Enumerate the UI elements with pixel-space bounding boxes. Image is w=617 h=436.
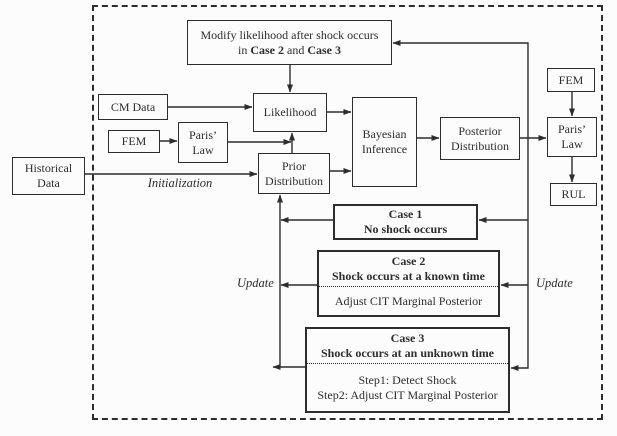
box-case1: Case 1 No shock occurs — [333, 204, 478, 240]
case3-body-step1: Step1: Detect Shock — [358, 372, 457, 387]
case2-title-section: Case 2 Shock occurs at a known time — [319, 252, 498, 284]
box-case3: Case 3 Shock occurs at an unknown time S… — [305, 327, 510, 413]
case1-subtitle: No shock occurs — [363, 222, 448, 236]
case1-title: Case 1 — [388, 207, 423, 221]
case2-dotted-divider — [319, 286, 498, 287]
case3-dotted-divider — [307, 363, 508, 364]
box-rul: RUL — [550, 183, 597, 206]
box-fem-left: FEM — [108, 130, 160, 153]
case3-title-section: Case 3 Shock occurs at an unknown time — [307, 329, 508, 361]
box-paris-law-left: Paris’ Law — [178, 122, 228, 163]
case2-title: Case 2 — [391, 254, 426, 268]
box-historical-data: Historical Data — [12, 157, 85, 195]
case2-body-section: Adjust CIT Marginal Posterior — [319, 287, 498, 315]
case3-body-step2: Step2: Adjust CIT Marginal Posterior — [317, 387, 498, 402]
arrow-feedback-to-modify — [392, 40, 529, 138]
case3-body-section: Step1: Detect Shock Step2: Adjust CIT Ma… — [307, 364, 508, 411]
arrow-feedback-to-case3 — [510, 138, 529, 371]
case2-subtitle: Shock occurs at a known time — [331, 269, 485, 283]
case3-title: Case 3 — [390, 331, 425, 345]
dashed-boundary — [92, 5, 603, 420]
modify-line2: in Case 2 and Case 3 — [237, 42, 341, 57]
case3-subtitle: Shock occurs at an unknown time — [320, 346, 495, 360]
box-likelihood: Likelihood — [253, 93, 327, 132]
box-case2: Case 2 Shock occurs at a known time Adju… — [317, 250, 500, 317]
label-update-left: Update — [237, 276, 274, 290]
box-modify-likelihood: Modify likelihood after shock occurs in … — [187, 20, 392, 65]
label-update-right: Update — [536, 276, 573, 290]
case2-body: Adjust CIT Marginal Posterior — [334, 293, 483, 308]
modify-line1: Modify likelihood after shock occurs — [200, 27, 379, 42]
box-cm-data: CM Data — [98, 94, 168, 120]
box-fem-right: FEM — [547, 68, 595, 92]
box-bayesian-inference: Bayesian Inference — [352, 97, 417, 187]
box-paris-law-right: Paris’ Law — [547, 117, 597, 157]
box-posterior-distribution: Posterior Distribution — [440, 117, 520, 160]
box-prior-distribution: Prior Distribution — [258, 153, 330, 194]
label-initialization: Initialization — [147, 176, 213, 190]
